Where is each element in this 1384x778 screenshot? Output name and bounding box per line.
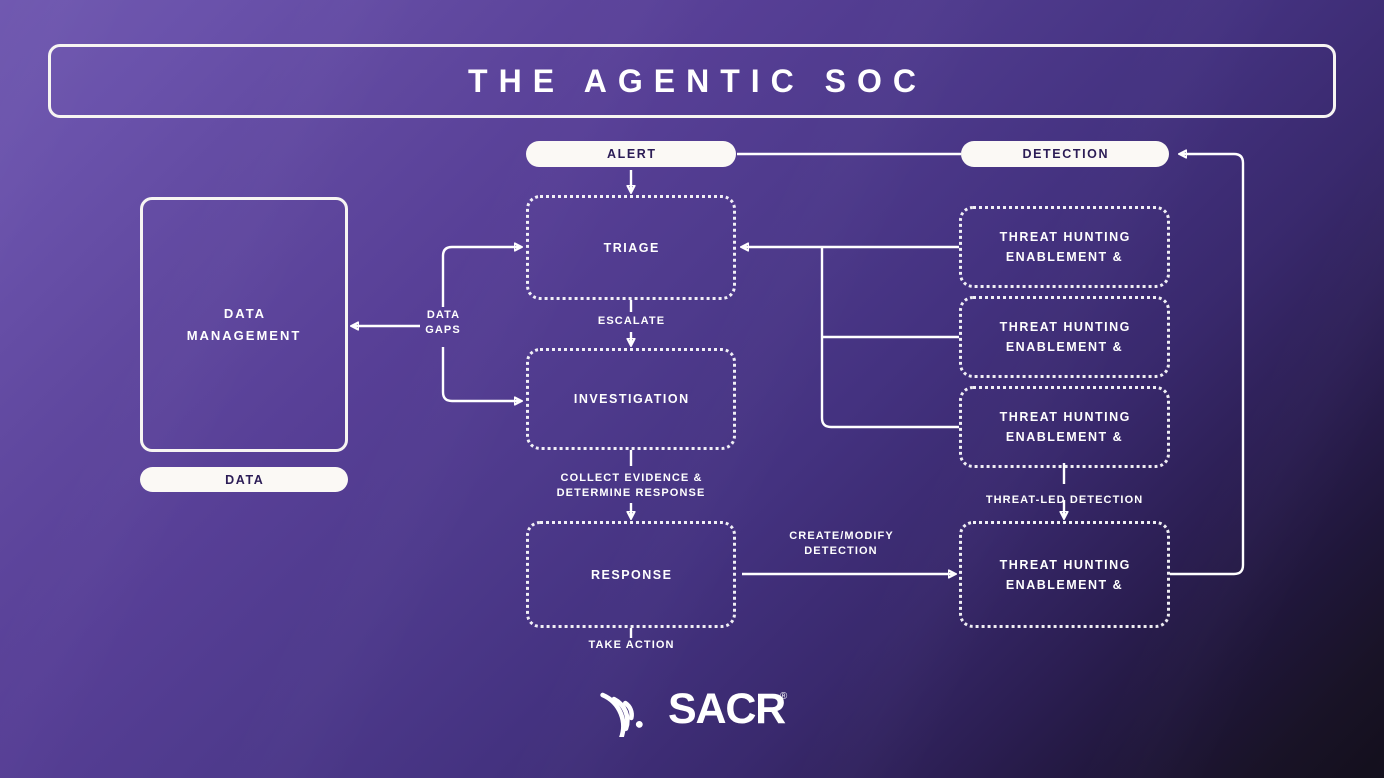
triage-box[interactable]: TRIAGE bbox=[526, 195, 736, 300]
wire-datagaps-to-triage bbox=[441, 247, 521, 307]
sacr-brand-text: SACR bbox=[668, 684, 786, 733]
page-title: THE AGENTIC SOC bbox=[468, 62, 927, 99]
triage-label: TRIAGE bbox=[603, 240, 660, 255]
label-collect-evidence: COLLECT EVIDENCE & DETERMINE RESPONSE bbox=[556, 472, 706, 499]
alert-pill[interactable]: ALERT bbox=[526, 141, 736, 167]
response-label: RESPONSE bbox=[591, 567, 673, 582]
trademark-symbol: ® bbox=[779, 690, 787, 702]
sacr-wordmark: SACR ® bbox=[668, 684, 787, 734]
response-box[interactable]: RESPONSE bbox=[526, 521, 736, 628]
wire-threat-box-3-to-bus bbox=[820, 247, 959, 429]
threat-hunting-box-4-label: THREAT HUNTING ENABLEMENT & bbox=[999, 557, 1131, 592]
label-escalate: ESCALATE bbox=[597, 315, 666, 327]
threat-hunting-box-3-label: THREAT HUNTING ENABLEMENT & bbox=[999, 410, 1131, 444]
label-threat-led-detection: THREAT-LED DETECTION bbox=[985, 494, 1144, 506]
threat-hunting-box-2[interactable]: THREAT HUNTING ENABLEMENT & bbox=[959, 296, 1170, 378]
threat-hunting-box-4[interactable]: THREAT HUNTING ENABLEMENT & bbox=[959, 521, 1170, 628]
investigation-box[interactable]: INVESTIGATION bbox=[526, 348, 736, 450]
threat-hunting-box-1-label: THREAT HUNTING ENABLEMENT & bbox=[999, 230, 1131, 264]
threat-hunting-box-3[interactable]: THREAT HUNTING ENABLEMENT & bbox=[959, 386, 1170, 468]
wire-datagaps-to-investigation bbox=[441, 347, 521, 401]
signal-arc-icon bbox=[600, 692, 643, 737]
detection-pill-label: DETECTION bbox=[1022, 147, 1110, 161]
wire-box4-to-detection bbox=[1170, 154, 1245, 576]
title-banner: THE AGENTIC SOC bbox=[48, 44, 1336, 118]
detection-pill[interactable]: DETECTION bbox=[961, 141, 1169, 167]
label-create-modify-detection: CREATE/MODIFY DETECTION bbox=[789, 530, 894, 557]
data-pill-label: DATA bbox=[225, 472, 265, 487]
data-pill[interactable]: DATA bbox=[140, 467, 348, 492]
sacr-logo: SACR ® bbox=[600, 678, 796, 740]
investigation-label: INVESTIGATION bbox=[573, 392, 690, 406]
threat-hunting-box-1[interactable]: THREAT HUNTING ENABLEMENT & bbox=[959, 206, 1170, 288]
data-management-label: DATA MANAGEMENT bbox=[186, 305, 302, 343]
data-management-box[interactable]: DATA MANAGEMENT bbox=[140, 197, 348, 452]
alert-pill-label: ALERT bbox=[606, 147, 657, 161]
label-take-action: TAKE ACTION bbox=[588, 639, 675, 651]
label-data-gaps: DATA GAPS bbox=[425, 309, 461, 336]
threat-hunting-box-2-label: THREAT HUNTING ENABLEMENT & bbox=[999, 320, 1131, 354]
